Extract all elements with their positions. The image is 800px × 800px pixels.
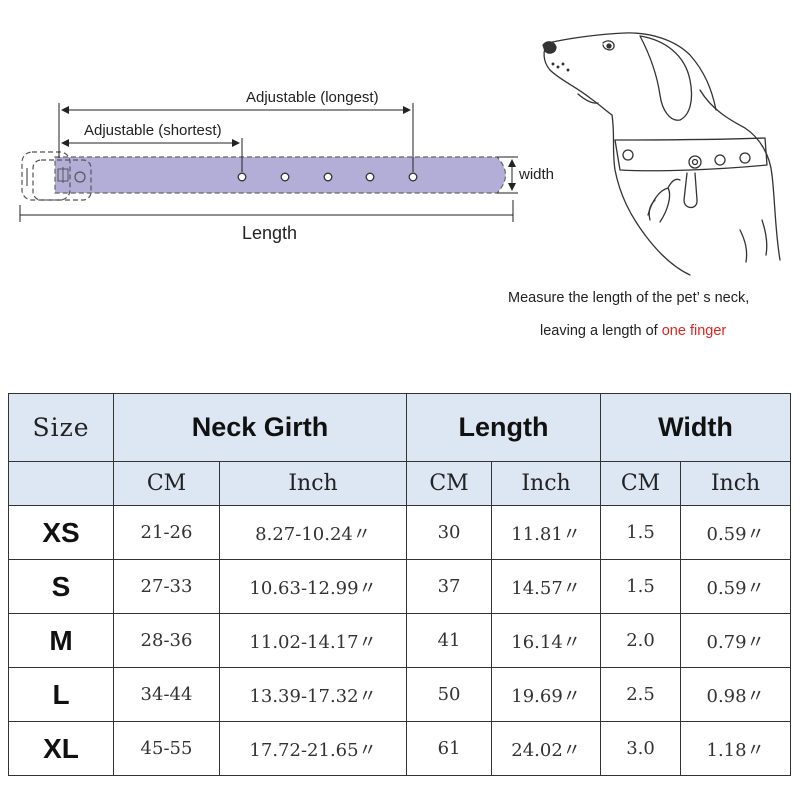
size-cell: S xyxy=(8,559,114,614)
size-cell: M xyxy=(8,613,114,668)
unit-header: Inch xyxy=(491,461,602,506)
unit-header: Inch xyxy=(218,461,408,506)
finger-instruction-prefix: leaving a length of xyxy=(540,323,662,339)
neck-inch-cell: 11.02-14.17〃 xyxy=(218,613,408,668)
unit-header: CM xyxy=(600,461,682,506)
collar-diagram xyxy=(19,32,781,276)
finger-instruction: leaving a length of one finger xyxy=(540,323,726,339)
table-row: XL 45-55 17.72-21.65〃 61 24.02〃 3.0 1.18… xyxy=(8,721,792,776)
length-header: Length xyxy=(406,393,602,462)
size-cell: XS xyxy=(8,505,114,560)
neck-inch-cell: 17.72-21.65〃 xyxy=(218,721,408,776)
neck-inch-cell: 8.27-10.24〃 xyxy=(218,505,408,560)
table-header-row: Size Neck Girth Length Width xyxy=(8,393,792,462)
width-inch-cell: 0.59〃 xyxy=(680,505,792,560)
neck-girth-header: Neck Girth xyxy=(112,393,408,462)
width-label: width xyxy=(519,166,555,183)
table-row: L 34-44 13.39-17.32〃 50 19.69〃 2.5 0.98〃 xyxy=(8,667,792,722)
width-inch-cell: 1.18〃 xyxy=(680,721,792,776)
length-label: Length xyxy=(242,223,298,243)
table-row: S 27-33 10.63-12.99〃 37 14.57〃 1.5 0.59〃 xyxy=(8,559,792,614)
buckle-icon xyxy=(21,151,92,201)
width-cm-cell: 3.0 xyxy=(600,721,682,776)
neck-cm-cell: 27-33 xyxy=(113,559,220,614)
table-row: XS 21-26 8.27-10.24〃 30 11.81〃 1.5 0.59〃 xyxy=(8,505,792,560)
width-inch-cell: 0.79〃 xyxy=(680,613,792,668)
empty-unit-cell xyxy=(8,461,114,506)
adjustable-shortest-arrow xyxy=(61,138,243,172)
length-cm-cell: 61 xyxy=(406,721,493,776)
length-cm-cell: 50 xyxy=(406,667,493,722)
dog-sketch-icon xyxy=(542,32,781,276)
collar-holes xyxy=(237,172,418,182)
width-header: Width xyxy=(600,393,792,462)
width-cm-cell: 1.5 xyxy=(600,559,682,614)
adjustable-longest-label: Adjustable (longest) xyxy=(246,89,379,106)
width-cm-cell: 1.5 xyxy=(600,505,682,560)
length-inch-cell: 14.57〃 xyxy=(491,559,602,614)
length-inch-cell: 11.81〃 xyxy=(491,505,602,560)
adjustable-shortest-label: Adjustable (shortest) xyxy=(84,122,222,139)
size-cell: L xyxy=(8,667,114,722)
finger-instruction-highlight: one finger xyxy=(661,323,727,339)
neck-inch-cell: 10.63-12.99〃 xyxy=(218,559,408,614)
neck-inch-cell: 13.39-17.32〃 xyxy=(218,667,408,722)
length-inch-cell: 16.14〃 xyxy=(491,613,602,668)
width-inch-cell: 0.98〃 xyxy=(680,667,792,722)
width-cm-cell: 2.0 xyxy=(600,613,682,668)
neck-cm-cell: 28-36 xyxy=(113,613,220,668)
width-arrow xyxy=(497,156,518,194)
measure-instruction: Measure the length of the pet’ s neck, xyxy=(508,290,750,306)
neck-cm-cell: 45-55 xyxy=(113,721,220,776)
width-inch-cell: 0.59〃 xyxy=(680,559,792,614)
length-line xyxy=(19,200,514,222)
neck-cm-cell: 34-44 xyxy=(113,667,220,722)
unit-header: CM xyxy=(406,461,493,506)
size-header: Size xyxy=(8,393,114,462)
length-inch-cell: 24.02〃 xyxy=(491,721,602,776)
table-unit-row: CM Inch CM Inch CM Inch xyxy=(8,461,792,506)
table-row: M 28-36 11.02-14.17〃 41 16.14〃 2.0 0.79〃 xyxy=(8,613,792,668)
collar-strap xyxy=(54,156,507,194)
size-chart-table: Size Neck Girth Length Width CM Inch CM … xyxy=(8,393,792,776)
unit-header: CM xyxy=(113,461,220,506)
length-cm-cell: 41 xyxy=(406,613,493,668)
adjustable-longest-arrow xyxy=(58,103,414,172)
length-inch-cell: 19.69〃 xyxy=(491,667,602,722)
size-cell: XL xyxy=(8,721,114,776)
length-cm-cell: 37 xyxy=(406,559,493,614)
length-cm-cell: 30 xyxy=(406,505,493,560)
unit-header: Inch xyxy=(680,461,792,506)
neck-cm-cell: 21-26 xyxy=(113,505,220,560)
width-cm-cell: 2.5 xyxy=(600,667,682,722)
